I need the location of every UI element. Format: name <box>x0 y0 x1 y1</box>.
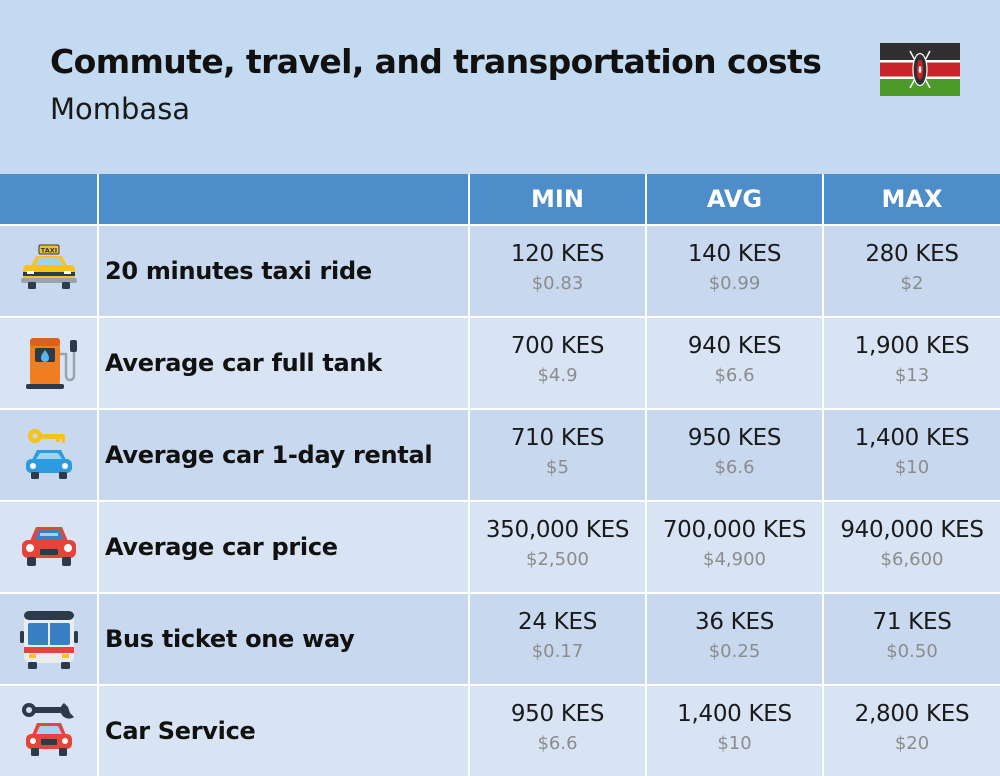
max-local-value: 280 KES <box>865 241 959 267</box>
avg-usd-value: $0.99 <box>708 273 761 294</box>
max-usd-value: $2 <box>900 273 924 294</box>
min-cell: 950 KES $6.6 <box>468 684 647 776</box>
max-local-value: 2,800 KES <box>854 701 970 727</box>
costs-table: MIN AVG MAX TAXI 20 minutes taxi ride 12… <box>0 174 1000 776</box>
min-cell: 24 KES $0.17 <box>468 592 647 686</box>
min-cell: 120 KES $0.83 <box>468 224 647 318</box>
header-icon-column <box>0 174 99 226</box>
svg-text:TAXI: TAXI <box>40 247 56 255</box>
avg-cell: 36 KES $0.25 <box>645 592 824 686</box>
taxi-icon: TAXI <box>20 244 77 289</box>
avg-usd-value: $0.25 <box>708 641 761 662</box>
avg-local-value: 1,400 KES <box>677 701 792 727</box>
fuel-pump-icon <box>25 338 77 389</box>
min-cell: 700 KES $4.9 <box>468 316 647 410</box>
max-cell: 1,900 KES $13 <box>822 316 1000 410</box>
min-local-value: 120 KES <box>510 241 605 267</box>
red-car-icon <box>21 527 76 566</box>
min-usd-value: $2,500 <box>526 549 589 570</box>
avg-usd-value: $10 <box>717 733 752 754</box>
min-usd-value: $4.9 <box>537 365 578 386</box>
header-avg: AVG <box>645 174 824 226</box>
min-local-value: 950 KES <box>510 701 605 727</box>
max-cell: 1,400 KES $10 <box>822 408 1000 502</box>
car-rental-key-icon <box>25 429 72 479</box>
min-cell: 710 KES $5 <box>468 408 647 502</box>
header-item-column <box>97 174 470 226</box>
min-usd-value: $0.17 <box>531 641 584 662</box>
row-label: Car Service <box>97 684 470 776</box>
avg-cell: 700,000 KES $4,900 <box>645 500 824 594</box>
max-cell: 2,800 KES $20 <box>822 684 1000 776</box>
table-row: Average car 1-day rental 710 KES $5 950 … <box>0 408 1000 502</box>
max-usd-value: $6,600 <box>880 549 944 570</box>
table-row: Car Service 950 KES $6.6 1,400 KES $10 2… <box>0 684 1000 776</box>
kenya-flag-icon <box>880 43 960 96</box>
table-row: Average car price 350,000 KES $2,500 700… <box>0 500 1000 594</box>
min-usd-value: $6.6 <box>537 733 578 754</box>
avg-usd-value: $6.6 <box>714 365 755 386</box>
max-usd-value: $10 <box>894 457 930 478</box>
avg-cell: 1,400 KES $10 <box>645 684 824 776</box>
max-local-value: 940,000 KES <box>840 517 984 543</box>
avg-local-value: 940 KES <box>687 333 782 359</box>
table-row: Average car full tank 700 KES $4.9 940 K… <box>0 316 1000 410</box>
header-max: MAX <box>822 174 1000 226</box>
min-usd-value: $0.83 <box>531 273 584 294</box>
min-local-value: 24 KES <box>518 609 597 635</box>
avg-cell: 950 KES $6.6 <box>645 408 824 502</box>
min-local-value: 700 KES <box>510 333 605 359</box>
max-usd-value: $0.50 <box>886 641 938 662</box>
row-label: Average car full tank <box>97 316 470 410</box>
row-label: Average car price <box>97 500 470 594</box>
avg-local-value: 36 KES <box>695 609 774 635</box>
avg-cell: 940 KES $6.6 <box>645 316 824 410</box>
avg-local-value: 950 KES <box>687 425 782 451</box>
max-local-value: 1,400 KES <box>854 425 970 451</box>
max-usd-value: $13 <box>894 365 930 386</box>
avg-local-value: 700,000 KES <box>662 517 807 543</box>
car-service-wrench-icon <box>21 703 74 756</box>
bus-icon <box>19 611 78 669</box>
max-local-value: 71 KES <box>872 609 952 635</box>
max-usd-value: $20 <box>894 733 930 754</box>
min-local-value: 350,000 KES <box>485 517 630 543</box>
min-usd-value: $5 <box>546 457 569 478</box>
table-row: Bus ticket one way 24 KES $0.17 36 KES $… <box>0 592 1000 686</box>
max-cell: 280 KES $2 <box>822 224 1000 318</box>
min-local-value: 710 KES <box>510 425 605 451</box>
header-min: MIN <box>468 174 647 226</box>
min-cell: 350,000 KES $2,500 <box>468 500 647 594</box>
max-cell: 71 KES $0.50 <box>822 592 1000 686</box>
avg-cell: 140 KES $0.99 <box>645 224 824 318</box>
table-row: TAXI 20 minutes taxi ride 120 KES $0.83 … <box>0 224 1000 318</box>
max-cell: 940,000 KES $6,600 <box>822 500 1000 594</box>
city-name: Mombasa <box>50 92 191 126</box>
row-label: 20 minutes taxi ride <box>97 224 470 318</box>
avg-usd-value: $6.6 <box>714 457 755 478</box>
avg-local-value: 140 KES <box>687 241 782 267</box>
row-label: Bus ticket one way <box>97 592 470 686</box>
page-header: Commute, travel, and transportation cost… <box>0 0 1000 174</box>
avg-usd-value: $4,900 <box>703 549 766 570</box>
row-label: Average car 1-day rental <box>97 408 470 502</box>
table-header-row: MIN AVG MAX <box>0 174 1000 226</box>
max-local-value: 1,900 KES <box>854 333 970 359</box>
page-title: Commute, travel, and transportation cost… <box>50 42 822 81</box>
